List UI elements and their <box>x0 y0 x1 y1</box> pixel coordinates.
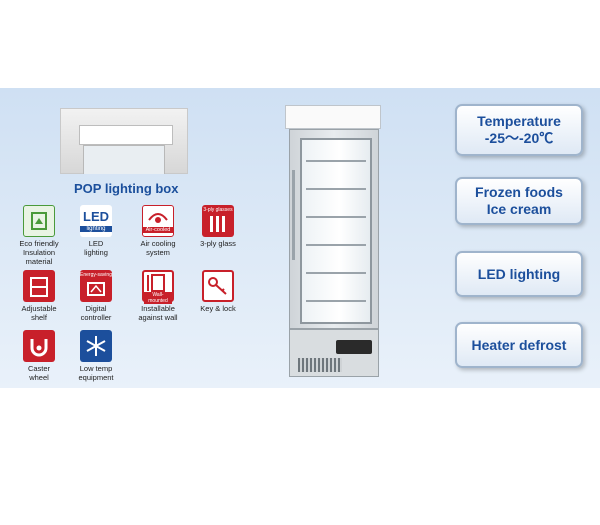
feature-digital-controller: Energy-saving Digital controller <box>62 270 130 322</box>
spec-led-lighting: LED lighting <box>455 251 583 297</box>
shelf <box>306 300 366 302</box>
feature-label: Eco friendly Insulation material <box>19 239 59 266</box>
feature-key-lock: Key & lock <box>184 270 252 313</box>
key-icon <box>202 270 234 302</box>
shelf <box>306 188 366 190</box>
feature-label: Digital controller <box>80 304 112 322</box>
pop-lighting-box <box>79 125 173 145</box>
spec-line: -25～-20℃ <box>484 130 554 146</box>
pop-title: POP lighting box <box>74 181 179 196</box>
feature-low-temp-equipment: Low temp equipment <box>62 330 130 382</box>
caster-wheel-icon <box>23 330 55 362</box>
feature-label: LED lighting <box>84 239 108 257</box>
spec-line: Heater defrost <box>471 336 567 353</box>
pop-lighting-box-photo <box>60 108 188 174</box>
feature-air-cooling: Air-cooled Air cooling system <box>124 205 192 257</box>
spec-line: Ice cream <box>486 201 552 217</box>
glass-icon: 3-ply glasses <box>202 205 234 237</box>
feature-label: Adjustable shelf <box>21 304 57 322</box>
eco-friendly-icon <box>23 205 55 237</box>
feature-adjustable-shelf: Adjustable shelf <box>5 270 73 322</box>
spec-temperature: Temperature -25～-20℃ <box>455 104 583 156</box>
snowflake-icon <box>80 330 112 362</box>
air-cooling-icon: Air-cooled <box>142 205 174 237</box>
feature-led-lighting: LED lighting LED lighting <box>62 205 130 257</box>
adjustable-shelf-icon <box>23 270 55 302</box>
spec-line: LED lighting <box>477 265 561 282</box>
digital-controller-icon: Energy-saving <box>80 270 112 302</box>
wall-install-icon: Wall-mounted <box>142 270 174 304</box>
freezer-light-box <box>285 105 381 129</box>
control-panel <box>336 340 372 354</box>
feature-eco-friendly: Eco friendly Insulation material <box>5 205 73 266</box>
spec-line: Temperature <box>477 113 561 129</box>
shelf <box>306 244 366 246</box>
feature-label: Low temp equipment <box>78 364 114 382</box>
spec-heater-defrost: Heater defrost <box>455 322 583 368</box>
vent-grill <box>298 358 342 372</box>
freezer-base <box>289 329 379 377</box>
feature-installable-against-wall: Wall-mounted Installable against wall <box>124 270 192 322</box>
freezer-cabinet <box>289 129 379 329</box>
spec-frozen-foods: Frozen foods Ice cream <box>455 177 583 225</box>
feature-label: 3-ply glass <box>200 239 236 248</box>
spec-line: Frozen foods <box>475 184 563 200</box>
shelf <box>306 216 366 218</box>
feature-caster-wheel: Caster wheel <box>5 330 73 382</box>
feature-label: Installable against wall <box>138 304 178 322</box>
freezer-door-top <box>83 145 165 174</box>
feature-label: Key & lock <box>200 304 236 313</box>
door-handle <box>292 170 295 260</box>
feature-label: Caster wheel <box>27 364 51 382</box>
glass-door <box>300 138 372 324</box>
freezer-illustration <box>285 105 381 377</box>
led-icon: LED lighting <box>80 205 112 237</box>
shelf <box>306 160 366 162</box>
feature-label: Air cooling system <box>140 239 176 257</box>
feature-3-ply-glass: 3-ply glasses 3-ply glass <box>184 205 252 248</box>
shelf <box>306 272 366 274</box>
